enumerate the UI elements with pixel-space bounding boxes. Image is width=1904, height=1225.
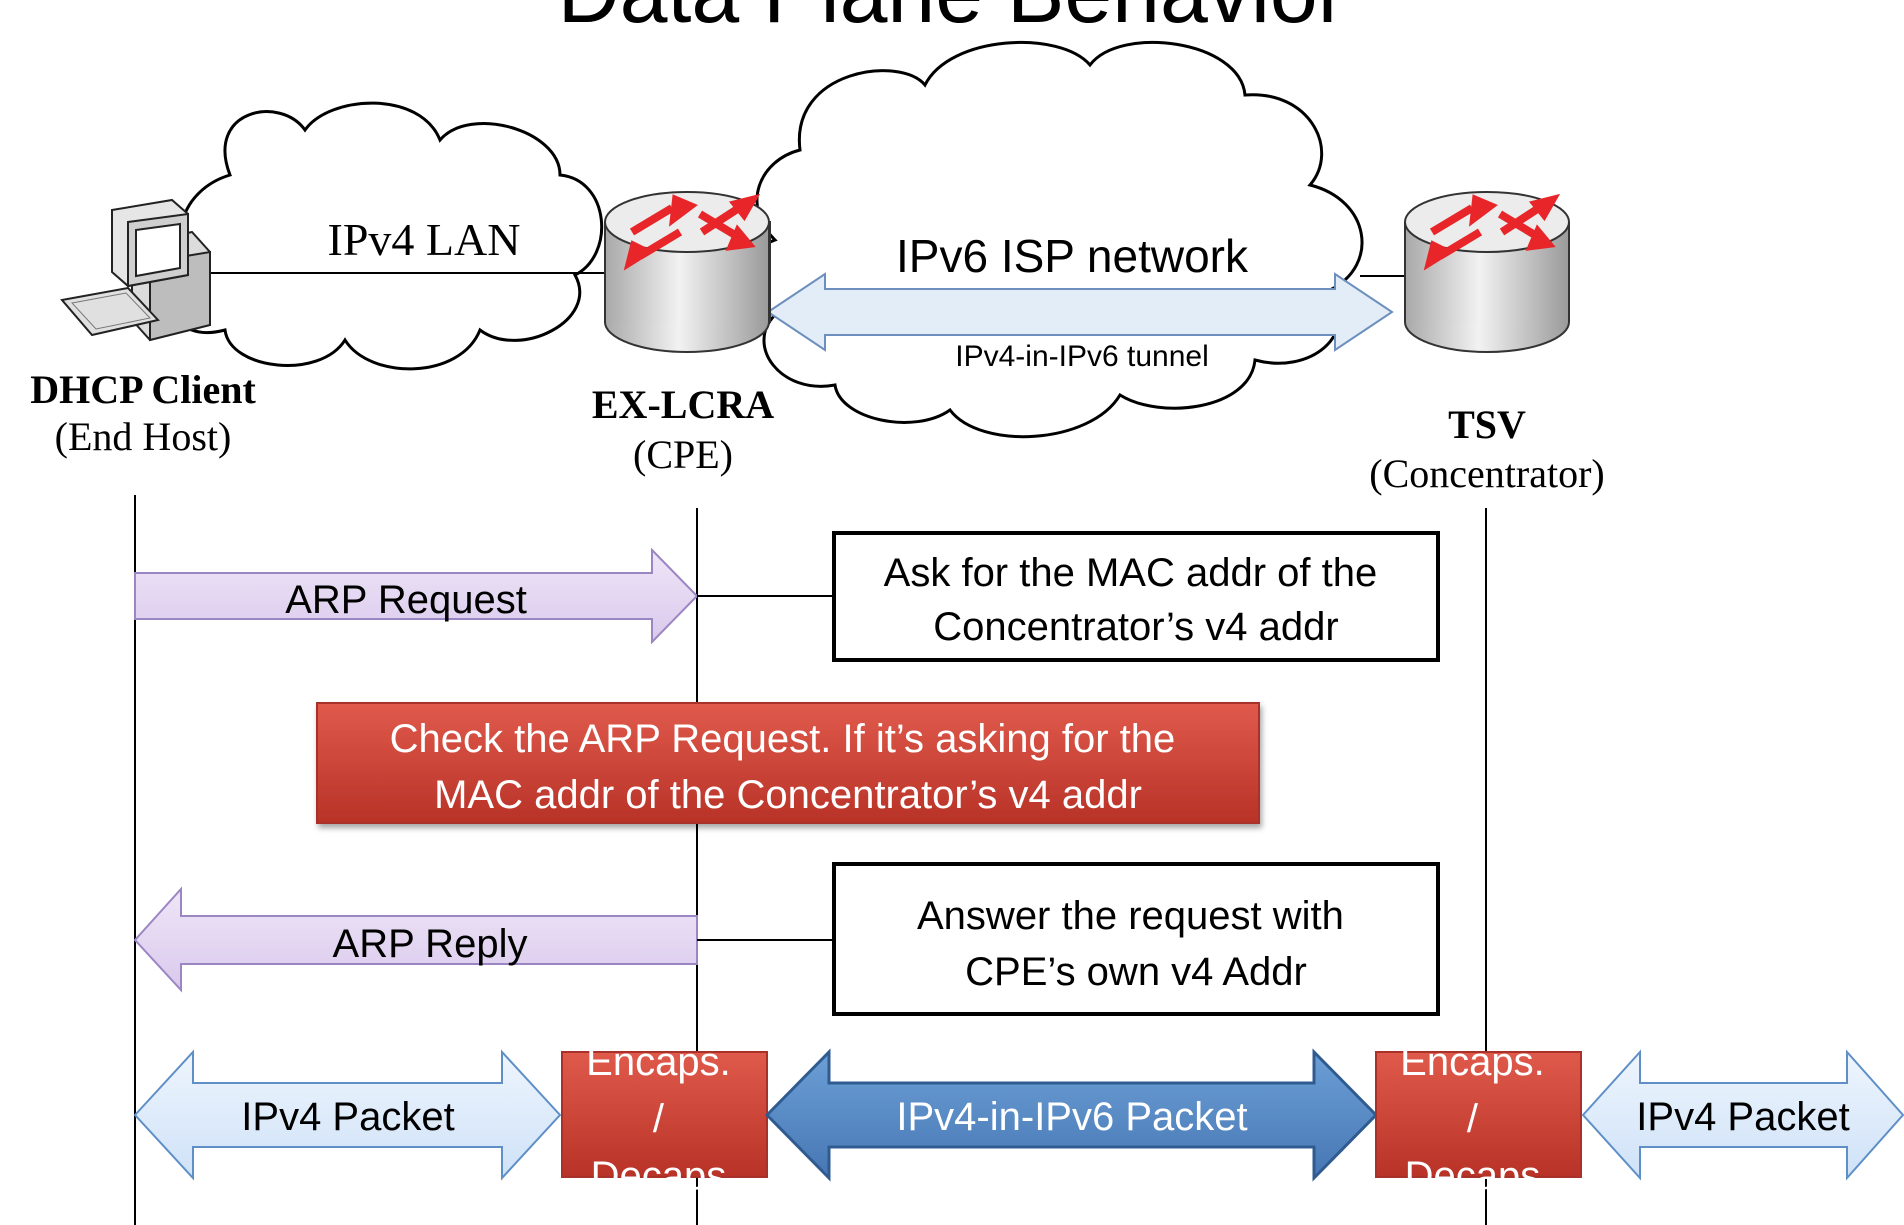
tsv-encap-box	[1375, 1051, 1582, 1178]
far-ipv4-packet-arrow	[1581, 1049, 1904, 1181]
arp-request-arrow	[134, 547, 699, 645]
request-note-text: Ask for the MAC addr of the Concentrator…	[884, 551, 1389, 649]
far-ipv4-packet-label: IPv4 Packet	[1636, 1095, 1849, 1139]
cpe-name: EX-LCRA	[592, 382, 774, 427]
tsv-encap-line: Encaps.	[1400, 1040, 1545, 1084]
cpe-encap-box	[561, 1051, 768, 1178]
request-note-box	[832, 531, 1440, 662]
lan-label: IPv4 LAN	[328, 214, 521, 265]
cpe-router-icon	[604, 191, 771, 353]
client-name: DHCP Client	[30, 367, 256, 412]
tunnel-packet-label: IPv4-in-IPv6 Packet	[896, 1095, 1247, 1139]
request-note-line: Ask for the MAC addr of the	[884, 551, 1378, 595]
cpe-encap-line: Decaps.	[591, 1154, 738, 1198]
client-role: (End Host)	[55, 414, 232, 459]
lan-ipv4-packet-arrow	[133, 1049, 562, 1181]
request-note-line: Concentrator’s v4 addr	[933, 605, 1338, 649]
lan-ipv4-packet-label: IPv4 Packet	[241, 1095, 454, 1139]
tsv-encap-text: Encaps. / Decaps.	[1400, 1040, 1556, 1198]
tunnel-arrow	[766, 272, 1394, 352]
check-note-text: Check the ARP Request. If it’s asking fo…	[390, 717, 1187, 817]
reply-note-box	[832, 862, 1440, 1016]
tsv-encap-line: Decaps.	[1405, 1154, 1552, 1198]
arp-reply-arrow	[133, 886, 698, 993]
check-note-line: MAC addr of the Concentrator’s v4 addr	[434, 773, 1142, 817]
tsv-name: TSV	[1448, 402, 1526, 447]
cpe-encap-line: /	[653, 1097, 665, 1141]
cpe-encap-line: Encaps.	[586, 1040, 731, 1084]
cpe-role: (CPE)	[633, 432, 733, 477]
arp-reply-label: ARP Reply	[333, 922, 528, 966]
isp-label: IPv6 ISP network	[896, 230, 1249, 282]
reply-note-line: CPE’s own v4 Addr	[965, 950, 1307, 994]
tunnel-label: IPv4-in-IPv6 tunnel	[955, 340, 1208, 373]
reply-note-text: Answer the request with CPE’s own v4 Add…	[917, 894, 1355, 994]
check-note-line: Check the ARP Request. If it’s asking fo…	[390, 717, 1176, 761]
tsv-encap-line: /	[1467, 1097, 1479, 1141]
desktop-computer-icon	[60, 198, 211, 342]
check-note-box	[316, 702, 1260, 824]
tsv-role: (Concentrator)	[1369, 451, 1604, 496]
tsv-router-icon	[1404, 191, 1570, 353]
page-title: Data Plane Behavior	[558, 0, 1347, 41]
isp-cloud	[743, 40, 1364, 439]
arp-request-label: ARP Request	[285, 578, 527, 622]
reply-note-line: Answer the request with	[917, 894, 1344, 938]
cpe-encap-text: Encaps. / Decaps.	[586, 1040, 742, 1198]
